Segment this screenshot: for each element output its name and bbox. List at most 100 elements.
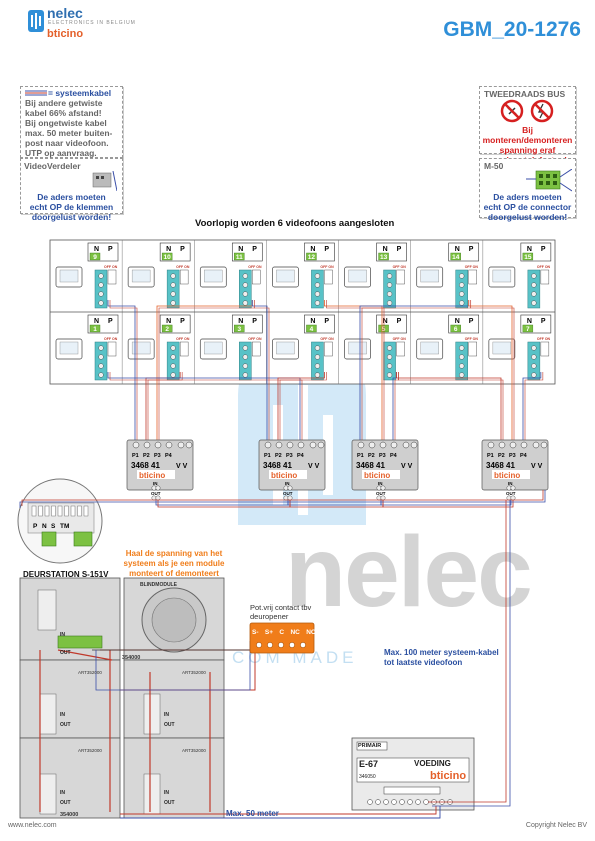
terminal-screw bbox=[531, 282, 537, 288]
number-tag bbox=[522, 252, 534, 261]
np-label: P bbox=[541, 318, 546, 325]
module-code: ART352000 bbox=[182, 670, 206, 675]
distributor-in: IN bbox=[153, 481, 158, 486]
np-label: N bbox=[166, 246, 171, 253]
switch-label: OFF ON bbox=[176, 265, 190, 269]
distributor-screw bbox=[376, 485, 382, 491]
distributor-terminal: P2 bbox=[368, 453, 375, 459]
zoom-pin bbox=[70, 505, 76, 517]
distributor-out: OUT bbox=[376, 491, 386, 496]
distributor-icon bbox=[92, 171, 117, 191]
dip-switch bbox=[468, 341, 477, 357]
number-tag bbox=[89, 252, 101, 261]
videophone-number: 10 bbox=[164, 254, 172, 261]
note-line: doorgelust worden! bbox=[487, 212, 568, 222]
dip-switch bbox=[252, 269, 261, 285]
videophone-number: 12 bbox=[308, 254, 316, 261]
terminal-screw bbox=[386, 354, 393, 360]
terminal-screw bbox=[242, 363, 248, 369]
switch-label: OFF ON bbox=[465, 265, 479, 269]
distributor-screw bbox=[540, 441, 548, 449]
in-label: IN bbox=[164, 712, 169, 718]
relay-terminal: C bbox=[279, 629, 285, 636]
np-label: N bbox=[383, 318, 388, 325]
videophone-number: 2 bbox=[165, 326, 169, 333]
terminal-screw bbox=[170, 273, 176, 279]
cable bbox=[470, 300, 515, 440]
distributor-terminal: P1 bbox=[132, 453, 139, 459]
blind-module-label: BLINDMODULE bbox=[140, 582, 177, 588]
terminal-screw bbox=[98, 354, 104, 360]
np-label: N bbox=[310, 246, 315, 253]
terminal-screw bbox=[170, 354, 176, 360]
cable-legend-icon bbox=[25, 90, 47, 96]
psu-primary-label: PRIMAIR bbox=[358, 743, 382, 749]
terminal-screw bbox=[459, 273, 465, 279]
distributor-screw bbox=[143, 441, 151, 449]
terminal-screw bbox=[98, 372, 104, 378]
videophone-number: 15 bbox=[524, 254, 532, 261]
system-cables bbox=[107, 300, 544, 508]
brand-sub: ELECTRONICS IN BELGIUM bbox=[48, 20, 136, 26]
videophone-display bbox=[204, 269, 223, 283]
terminal-screw bbox=[459, 300, 465, 306]
distributor-screw bbox=[297, 441, 305, 449]
note-title: TWEEDRAADS BUS bbox=[484, 89, 566, 99]
terminal-screw bbox=[531, 273, 537, 279]
distributor-code: 3468 41 bbox=[486, 461, 515, 470]
distributor-screw bbox=[376, 495, 382, 501]
distributor-screw bbox=[390, 441, 398, 449]
dip-switch bbox=[107, 269, 117, 285]
zoom-terminal-label: S bbox=[51, 523, 56, 530]
in-label: IN bbox=[60, 632, 65, 638]
terminal-screw bbox=[242, 372, 248, 378]
nelec-logo-icon bbox=[28, 10, 44, 32]
terminal-screw bbox=[170, 372, 176, 378]
module-code: ART352000 bbox=[182, 748, 206, 753]
distributor-terminal: P4 bbox=[520, 453, 528, 459]
in-label: IN bbox=[60, 712, 65, 718]
terminal-screw bbox=[242, 354, 248, 360]
distributor-screw bbox=[287, 485, 293, 491]
switch-label: OFF ON bbox=[104, 337, 118, 341]
terminal-screw bbox=[314, 282, 321, 288]
cable bbox=[109, 300, 138, 440]
distributor-screw bbox=[487, 441, 495, 449]
np-label: P bbox=[180, 318, 185, 325]
cable bbox=[107, 300, 136, 440]
dip-switch bbox=[179, 341, 189, 357]
distributor-in: IN bbox=[508, 481, 513, 486]
terminal-screw bbox=[314, 354, 321, 360]
terminal-screw bbox=[242, 345, 248, 351]
psu-screw bbox=[415, 799, 421, 805]
zoom-pin bbox=[83, 505, 89, 517]
cable bbox=[109, 372, 303, 440]
terminal-screw bbox=[531, 345, 537, 351]
videophone-display bbox=[276, 341, 295, 355]
relay-terminal: S+ bbox=[264, 629, 274, 636]
distributor-code: 3468 41 bbox=[263, 461, 292, 470]
dip-switch bbox=[540, 269, 550, 285]
distributor-screw bbox=[155, 485, 161, 491]
distributor-vv: V V bbox=[308, 463, 320, 470]
videophone-display bbox=[420, 341, 439, 355]
switch-label: OFF ON bbox=[104, 265, 118, 269]
distributor-brand: bticino bbox=[494, 471, 520, 480]
zoom-terminal-label: P bbox=[33, 523, 38, 530]
out-label: OUT bbox=[60, 650, 71, 656]
terminal-screw bbox=[531, 354, 537, 360]
note-line: max. 50 meter buiten- bbox=[25, 128, 113, 138]
out-label: OUT bbox=[164, 800, 175, 806]
number-tag bbox=[378, 324, 389, 333]
switch-label: OFF ON bbox=[320, 265, 334, 269]
terminal-screw bbox=[98, 282, 104, 288]
note-line: doorgelust worden! bbox=[31, 212, 112, 222]
terminal-screw bbox=[314, 345, 321, 351]
videophone-display bbox=[59, 269, 79, 283]
cable bbox=[277, 372, 325, 440]
distributor-in: IN bbox=[378, 481, 383, 486]
distributor-screw bbox=[165, 441, 173, 449]
switch-label: OFF ON bbox=[248, 337, 262, 341]
